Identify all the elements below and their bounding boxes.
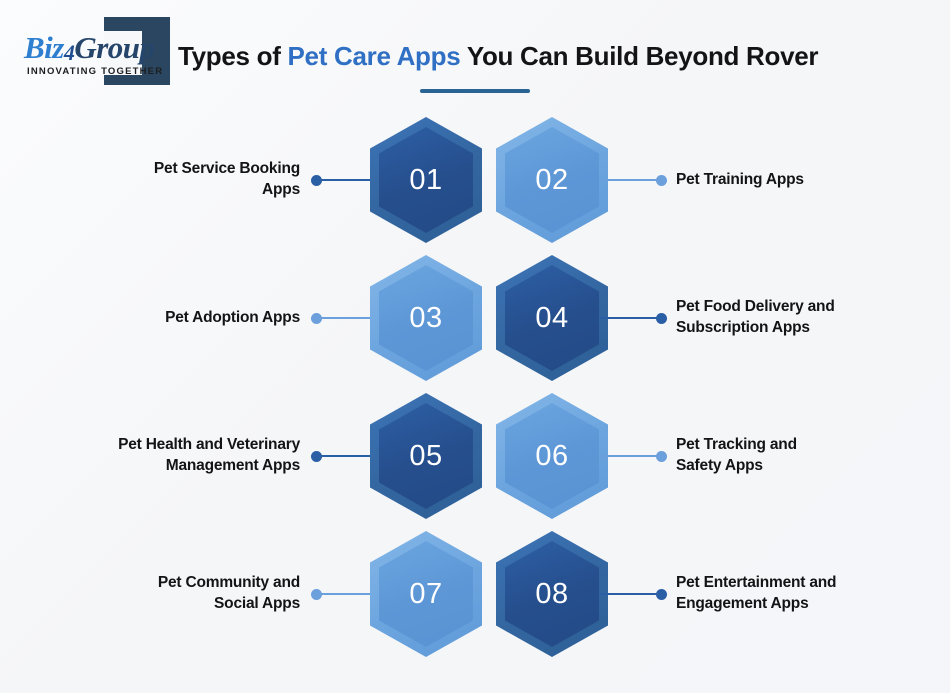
item-label-left-line1: Pet Adoption Apps bbox=[165, 309, 300, 326]
item-label-right-line1: Pet Food Delivery and bbox=[676, 298, 835, 315]
item-label-right: Pet Tracking and Safety Apps bbox=[676, 434, 942, 476]
hexagon-badge[interactable]: 06 bbox=[496, 393, 608, 519]
item-label-left-line1: Pet Health and Veterinary bbox=[118, 436, 300, 453]
hexagon-inner-shape bbox=[379, 541, 473, 647]
item-label-left-line2: Management Apps bbox=[165, 457, 300, 474]
item-label-right: Pet Training Apps bbox=[676, 169, 942, 190]
hexagon-number: 08 bbox=[535, 577, 569, 610]
item-label-left: Pet Service Booking Apps bbox=[0, 158, 300, 200]
header: Biz4Group INNOVATING TOGETHER Types of P… bbox=[0, 0, 950, 110]
hexagon-badge[interactable]: 02 bbox=[496, 117, 608, 243]
connector-dot-left bbox=[311, 450, 322, 462]
connector-dot-left bbox=[311, 588, 322, 600]
hexagon-inner-shape bbox=[505, 403, 599, 509]
item-label-right-line2: Safety Apps bbox=[676, 457, 763, 474]
connector-line-left bbox=[311, 312, 386, 324]
item-label-left: Pet Adoption Apps bbox=[0, 307, 300, 328]
logo-word-group: Group bbox=[74, 30, 155, 65]
connector-dot-left bbox=[311, 312, 322, 324]
connector-line-left bbox=[311, 588, 386, 600]
connector-dot-right bbox=[656, 450, 667, 462]
hexagon-badge[interactable]: 03 bbox=[370, 255, 482, 381]
connector-line-left bbox=[311, 174, 386, 186]
hexagon-number: 05 bbox=[409, 439, 443, 472]
connector-dot-left bbox=[311, 174, 322, 186]
item-label-right: Pet Entertainment and Engagement Apps bbox=[676, 572, 942, 614]
hexagon-number: 04 bbox=[535, 301, 569, 334]
logo-word-biz: Biz bbox=[24, 30, 64, 65]
connector-line-right bbox=[600, 174, 667, 186]
connector-line-left bbox=[311, 450, 386, 462]
item-label-left-line2: Apps bbox=[262, 181, 300, 198]
hexagon-badge[interactable]: 08 bbox=[496, 531, 608, 657]
connector-line-right bbox=[600, 450, 667, 462]
item-label-right: Pet Food Delivery and Subscription Apps bbox=[676, 296, 942, 338]
logo-wordmark: Biz4Group bbox=[24, 30, 155, 66]
hexagon-badge[interactable]: 07 bbox=[370, 531, 482, 657]
connector-line-right bbox=[600, 312, 667, 324]
item-label-left-line1: Pet Community and bbox=[157, 574, 300, 591]
hexagon-badge[interactable]: 05 bbox=[370, 393, 482, 519]
page-title-accent: Pet Care Apps bbox=[287, 41, 461, 71]
hexagon-badge[interactable]: 04 bbox=[496, 255, 608, 381]
hexagon-inner-shape bbox=[505, 127, 599, 233]
connector-line-right bbox=[600, 588, 667, 600]
biz4group-logo: Biz4Group INNOVATING TOGETHER bbox=[18, 16, 174, 88]
page-title: Types of Pet Care Apps You Can Build Bey… bbox=[178, 41, 819, 72]
item-label-left-line2: Social Apps bbox=[214, 595, 300, 612]
item-label-left: Pet Community and Social Apps bbox=[0, 572, 300, 614]
logo-word-four: 4 bbox=[63, 40, 75, 65]
item-label-right-line1: Pet Entertainment and bbox=[676, 574, 837, 591]
item-row: Pet Community and Social Apps 07 08 Pet … bbox=[0, 524, 950, 662]
page-title-part-2: You Can Build Beyond Rover bbox=[460, 41, 819, 71]
item-label-right-line2: Subscription Apps bbox=[676, 319, 810, 336]
logo-tagline: INNOVATING TOGETHER bbox=[27, 66, 164, 77]
hexagon-inner-shape bbox=[505, 265, 599, 371]
page-title-part-1: Types of bbox=[178, 41, 288, 71]
item-row: Pet Adoption Apps 03 04 Pet Food Deliver… bbox=[0, 248, 950, 386]
hexagon-number: 03 bbox=[409, 301, 443, 334]
title-underline-rule bbox=[420, 89, 530, 93]
connector-dot-right bbox=[656, 174, 667, 186]
hexagon-badge[interactable]: 01 bbox=[370, 117, 482, 243]
hexagon-number: 02 bbox=[535, 163, 569, 196]
item-label-right-line2: Engagement Apps bbox=[676, 595, 809, 612]
connector-dot-right bbox=[656, 588, 667, 600]
hexagon-inner-shape bbox=[505, 541, 599, 647]
hexagon-number: 07 bbox=[409, 577, 443, 610]
item-label-left-line1: Pet Service Booking bbox=[153, 160, 300, 177]
item-label-right-line1: Pet Training Apps bbox=[676, 171, 804, 188]
item-row: Pet Health and Veterinary Management App… bbox=[0, 386, 950, 524]
connector-dot-right bbox=[656, 312, 667, 324]
item-row: Pet Service Booking Apps 01 02 Pet Train… bbox=[0, 110, 950, 248]
logo-bracket-notch bbox=[104, 31, 142, 75]
hexagon-number: 06 bbox=[535, 439, 569, 472]
hexagon-number: 01 bbox=[409, 163, 443, 196]
item-label-right-line1: Pet Tracking and bbox=[676, 436, 797, 453]
item-label-left: Pet Health and Veterinary Management App… bbox=[0, 434, 300, 476]
